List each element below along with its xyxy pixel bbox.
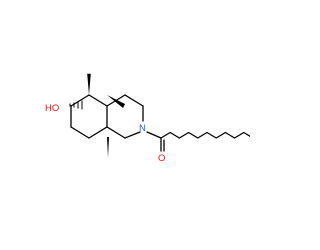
- hashed-bond-hydroxyl: [69, 100, 83, 110]
- carbonyl-oxygen-label: O: [158, 153, 165, 164]
- molecule-structure: HO N O: [45, 73, 250, 164]
- bond: [106, 94, 126, 107]
- wedge-bond-ring-fusion-upper: [107, 95, 125, 108]
- bond: [124, 131, 141, 139]
- nitrogen-label: N: [139, 123, 146, 134]
- stereo-bonds: [87, 73, 125, 158]
- wedge-bond-ring-fusion-lower: [107, 137, 109, 158]
- bond: [70, 94, 90, 107]
- bond: [146, 131, 162, 139]
- bond: [88, 94, 108, 107]
- wedge-bond-methyl-top: [87, 73, 91, 95]
- bond: [106, 126, 126, 139]
- alkyl-chain: [160, 131, 250, 139]
- bond: [124, 94, 144, 107]
- bond: [88, 126, 108, 139]
- skeletal-bonds: [70, 94, 165, 152]
- hydroxyl-label: HO: [45, 103, 59, 114]
- bond: [70, 126, 90, 139]
